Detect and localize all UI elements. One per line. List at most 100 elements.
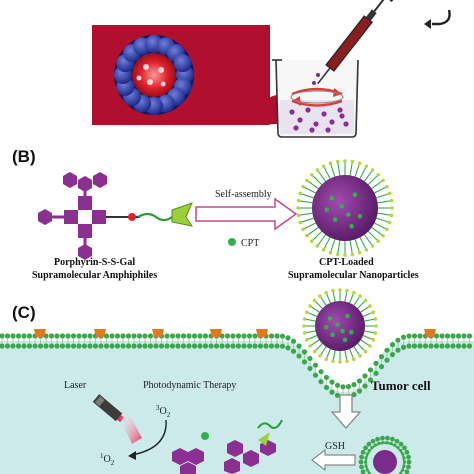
nanoparticle-chain bbox=[329, 163, 336, 177]
endocytosis-arrow bbox=[330, 394, 362, 429]
nanoparticle-chain bbox=[306, 311, 318, 317]
nanoparticle-ligand bbox=[363, 349, 368, 354]
lipid-head bbox=[274, 333, 280, 339]
lipid-head bbox=[461, 343, 467, 349]
lipid-head bbox=[169, 333, 176, 339]
lipid-head bbox=[279, 333, 286, 339]
cpt-label: CPT bbox=[241, 238, 259, 249]
lipid-head bbox=[378, 364, 385, 370]
lipid-head bbox=[246, 333, 253, 339]
nanoparticle-ligand bbox=[370, 244, 375, 248]
lipid-head bbox=[186, 333, 192, 339]
nanoparticle-chain bbox=[344, 350, 348, 362]
lipid-head bbox=[367, 377, 374, 383]
nanoparticle-ligand bbox=[350, 159, 355, 164]
nanoparticle-ligand bbox=[364, 248, 369, 252]
oxygen-conversion-arrow bbox=[131, 419, 167, 456]
nanoparticle-chain bbox=[302, 186, 316, 194]
nanoparticle-ligand bbox=[305, 233, 309, 238]
lipid-head bbox=[417, 343, 423, 349]
nanoparticle-ligand bbox=[371, 337, 376, 342]
endosome-lipid bbox=[364, 460, 368, 464]
nanoparticle-chain bbox=[337, 161, 341, 176]
lipid-head bbox=[290, 348, 297, 354]
lipid-head bbox=[466, 333, 473, 339]
nanoparticle-ligand bbox=[321, 164, 326, 168]
lipid-head bbox=[0, 333, 5, 339]
lipid-head bbox=[450, 333, 456, 339]
nanoparticle-ligand bbox=[302, 317, 307, 321]
nanoparticle-chain bbox=[309, 305, 320, 313]
nanoparticle-chain bbox=[306, 179, 319, 190]
lipid-head bbox=[296, 343, 302, 349]
nanoparticle-cpt bbox=[345, 313, 350, 319]
lipid-head bbox=[131, 333, 137, 339]
lipid-head bbox=[439, 343, 445, 349]
lipid-head bbox=[395, 337, 401, 343]
shell-bead bbox=[173, 54, 192, 73]
cpt-loaded-nanoparticle bbox=[296, 159, 394, 257]
endosome-lipid bbox=[398, 441, 404, 447]
nanoparticle-cpt bbox=[346, 212, 351, 217]
nanoparticle-ligand bbox=[338, 360, 342, 364]
beaker-particle bbox=[289, 109, 295, 115]
nanoparticle-cpt bbox=[329, 195, 335, 201]
lipid-head bbox=[301, 359, 308, 365]
endosome-lipid bbox=[359, 464, 364, 470]
lipid-head bbox=[65, 333, 71, 339]
lipid-head bbox=[208, 343, 214, 349]
lipid-head bbox=[21, 333, 27, 339]
nanoparticle-chain bbox=[349, 240, 353, 255]
lipid-head bbox=[92, 343, 99, 349]
nanoparticle-ligand bbox=[351, 290, 356, 295]
lipid-head bbox=[411, 343, 418, 349]
nanoparticle-ligand bbox=[309, 239, 314, 244]
lipid-head bbox=[224, 333, 231, 339]
beaker-particle bbox=[309, 127, 315, 133]
beaker-particle bbox=[321, 111, 327, 117]
lipid-head bbox=[4, 333, 11, 339]
lipid-head bbox=[334, 392, 341, 398]
lipid-head bbox=[175, 343, 181, 349]
lipid-head bbox=[76, 333, 82, 339]
endosome-lipid bbox=[363, 445, 368, 451]
nanoparticle-cpt bbox=[335, 322, 340, 328]
nanoparticle-ligand bbox=[364, 164, 369, 168]
lipid-head bbox=[136, 333, 143, 339]
nanoparticle-chain bbox=[306, 335, 318, 341]
nanoparticle-ligand bbox=[343, 253, 347, 257]
lipid-head bbox=[307, 365, 313, 372]
singlet-oxygen-symbol: O bbox=[104, 454, 111, 465]
nanoparticle-ligand bbox=[390, 206, 394, 210]
lipid-head bbox=[48, 343, 55, 349]
lipid-head bbox=[389, 351, 396, 358]
nanoparticle-chain bbox=[311, 174, 323, 186]
endosome-lipid bbox=[406, 459, 412, 465]
nanoparticle-ligand bbox=[315, 244, 320, 248]
nanoparticle-ligand bbox=[385, 184, 389, 189]
nanoparticle-chain bbox=[300, 192, 314, 199]
beaker-particle bbox=[293, 125, 299, 131]
lipid-head bbox=[362, 373, 368, 379]
cpt-drug-dot bbox=[228, 238, 236, 246]
amphiphile-caption-line1: Porphyrin-S-S-Gal bbox=[54, 257, 135, 268]
nanoparticle-ligand bbox=[368, 304, 372, 308]
nanoparticle-ligand bbox=[374, 324, 378, 328]
nanoparticle-ligand bbox=[358, 294, 362, 298]
nanoparticle-chain bbox=[360, 305, 371, 313]
beaker-particle bbox=[305, 107, 311, 113]
nanoparticle-ligand bbox=[389, 213, 394, 218]
nanoparticle-chain bbox=[314, 343, 323, 352]
lipid-head bbox=[59, 333, 66, 339]
nanoparticle-ligand bbox=[312, 298, 317, 303]
lipid-head bbox=[219, 343, 225, 349]
nanoparticle-ligand bbox=[318, 294, 322, 298]
nanoparticle-chain bbox=[374, 222, 388, 230]
lipid-head bbox=[329, 379, 335, 385]
lipid-head bbox=[340, 384, 346, 390]
lipid-head bbox=[175, 333, 181, 339]
nanoparticle-chain bbox=[329, 239, 336, 253]
nanoparticle-ligand bbox=[363, 298, 368, 303]
endosome-lipid bbox=[380, 435, 385, 441]
